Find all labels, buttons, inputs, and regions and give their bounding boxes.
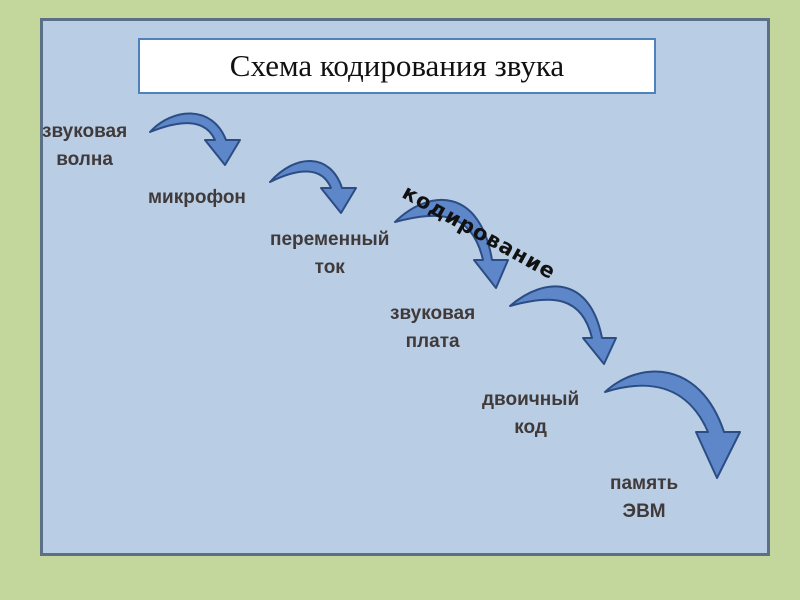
step-computer-memory-line2: ЭВМ xyxy=(622,501,666,522)
curved-arrow-1 xyxy=(149,112,241,166)
step-alternating-current: переменный ток xyxy=(270,226,389,282)
curved-arrow-2 xyxy=(269,160,357,214)
step-binary-code-line2: код xyxy=(514,417,547,438)
step-binary-code-line1: двоичный xyxy=(482,389,580,410)
slide-panel xyxy=(40,18,770,556)
curved-arrow-4 xyxy=(509,285,617,365)
step-sound-wave-line2: волна xyxy=(56,149,113,170)
step-binary-code: двоичный код xyxy=(482,386,579,442)
step-computer-memory: память ЭВМ xyxy=(610,470,678,526)
step-sound-wave-line1: звуковая xyxy=(42,121,128,142)
step-alternating-current-line1: переменный xyxy=(270,229,390,250)
curved-arrow-5 xyxy=(604,370,741,479)
step-microphone-line1: микрофон xyxy=(148,187,246,208)
step-sound-card-line2: плата xyxy=(405,331,460,352)
curved-arrow-3 xyxy=(394,199,509,289)
step-microphone: микрофон xyxy=(148,184,246,212)
step-sound-card-line1: звуковая xyxy=(390,303,476,324)
step-alternating-current-line2: ток xyxy=(314,257,345,278)
step-sound-wave: звуковая волна xyxy=(42,118,127,174)
step-computer-memory-line1: память xyxy=(610,473,679,494)
diagram-title: Схема кодирования звука xyxy=(138,38,656,94)
step-sound-card: звуковая плата xyxy=(390,300,475,356)
